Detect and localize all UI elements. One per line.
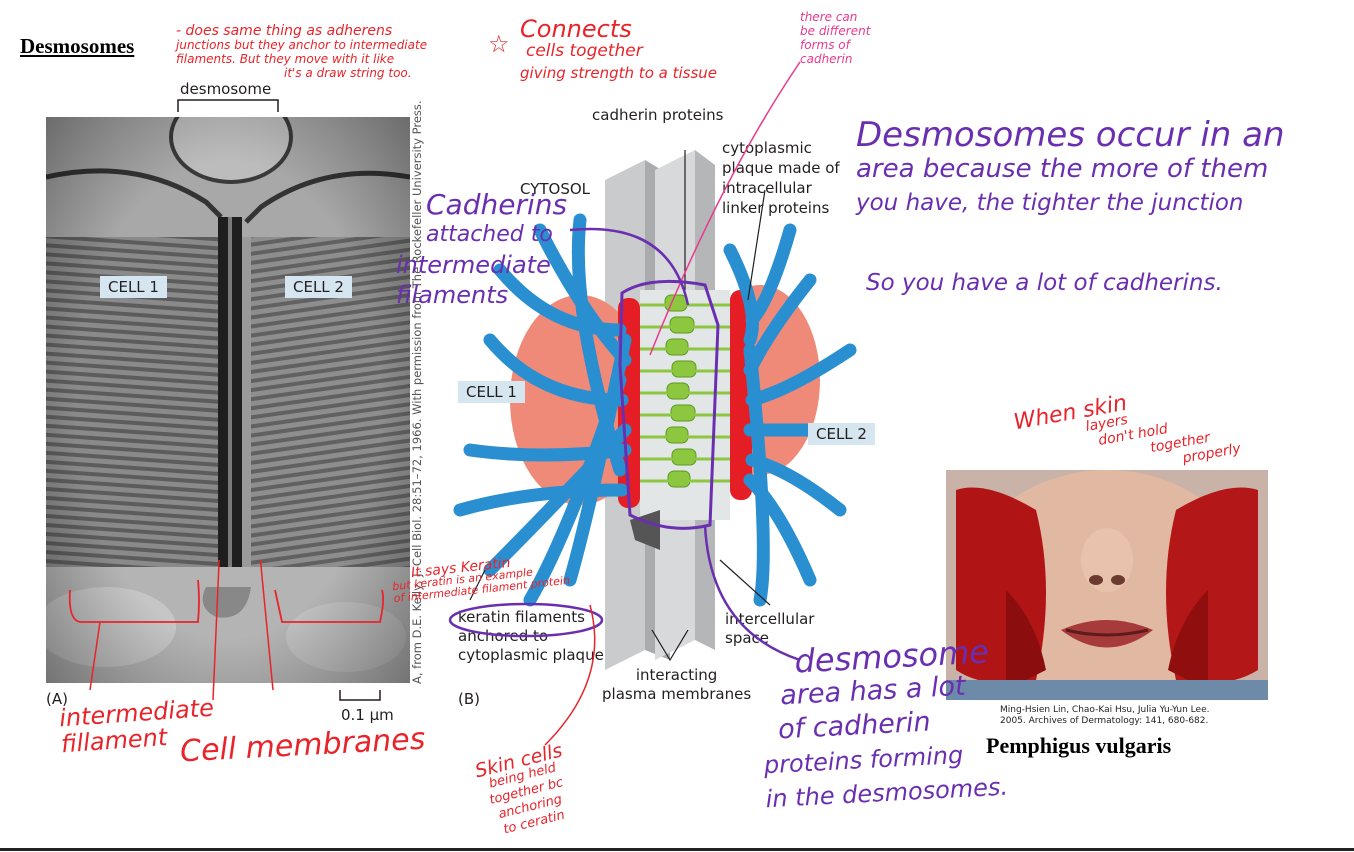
note-desmosomes-occur: Desmosomes occur in an area because the …: [856, 118, 1285, 220]
note-desmosomes-occur-line-2: area because the more of them: [856, 154, 1269, 184]
pemphigus-photo-svg: [946, 470, 1268, 730]
scale-bar: [339, 690, 381, 701]
note-cadherin-forms-line-1: there can: [800, 10, 858, 24]
photo-credit-line-2: 2005. Archives of Dermatology: 141, 680-…: [1000, 716, 1209, 726]
note-cadherins-attached-line-4: filaments: [396, 281, 509, 309]
cadherin-proteins-label: cadherin proteins: [592, 106, 724, 124]
note-skin-cells: Skin cells being held together bc anchor…: [473, 740, 580, 841]
micrograph-cell1-label: CELL 1: [100, 276, 167, 298]
micrograph-svg: [36, 90, 411, 683]
note-connects: Connects cells together giving strength …: [520, 15, 718, 84]
intercellular-line-2: space: [725, 629, 770, 647]
panel-a-label: (A): [46, 690, 68, 708]
plaque-label: cytoplasmic plaque made of intracellular…: [722, 138, 840, 218]
note-adherens: - does same thing as adherens junctions …: [176, 24, 427, 80]
membranes-label: interacting plasma membranes: [602, 666, 751, 704]
pink-pointer-line: [649, 61, 801, 356]
note-cadherins-attached: Cadherins attached to intermediate filam…: [396, 190, 567, 310]
keratin-line-3: cytoplasmic plaque: [458, 646, 604, 664]
micrograph-image: [36, 90, 411, 683]
desmosome-diagram-svg: [453, 150, 867, 670]
purple-circle-annotation: [569, 227, 720, 530]
note-connects-line-2: cells together: [526, 41, 643, 61]
keratin-ellipse-annotation: [448, 602, 604, 638]
desmosome-diagram: [430, 130, 890, 690]
desmosome-bracket: [177, 99, 279, 112]
note-lot-of-cadherins: So you have a lot of cadherins.: [866, 270, 1223, 296]
note-cadherins-attached-line-3: intermediate: [396, 251, 551, 279]
red-bracket-annotations: [68, 560, 385, 701]
plaque-line-2: plaque made of: [722, 159, 840, 177]
photo-caption: Pemphigus vulgaris: [986, 733, 1172, 758]
membranes-line-2: plasma membranes: [602, 685, 752, 703]
note-desmosomes-occur-line-1: Desmosomes occur in an: [856, 115, 1285, 155]
note-cadherin-forms-line-4: cadherin: [800, 52, 853, 66]
intercellular-line-1: intercellular: [725, 610, 815, 628]
note-cadherins-attached-line-1: Cadherins: [426, 188, 568, 221]
photo-credit: Ming-Hsien Lin, Chao-Kai Hsu, Julia Yu-Y…: [1000, 705, 1209, 727]
panel-b-label: (B): [458, 690, 480, 708]
note-adherens-line-1: - does same thing as adherens: [176, 23, 393, 39]
note-cadherin-forms: there can be different forms of cadherin: [800, 10, 870, 66]
bottom-divider: [0, 848, 1354, 851]
note-cadherin-forms-line-3: forms of: [800, 38, 850, 52]
note-desmosomes-occur-line-3: you have, the tighter the junction: [856, 190, 1244, 216]
cytosol-label: CYTOSOL: [520, 180, 591, 198]
purple-area-pointer: [703, 524, 801, 662]
note-cell-membranes: Cell membranes: [179, 721, 427, 770]
diagram-cell2-label: CELL 2: [808, 423, 875, 445]
note-connects-line-3: giving strength to a tissue: [520, 64, 718, 82]
membranes-line-1: interacting: [635, 666, 718, 684]
red-skin-pointer: [544, 604, 596, 746]
keratin-line-1: keratin filaments: [458, 608, 585, 626]
diagram-cell1-label: CELL 1: [458, 381, 525, 403]
star-icon: ☆: [488, 30, 510, 58]
photo-credit-line-1: Ming-Hsien Lin, Chao-Kai Hsu, Julia Yu-Y…: [1000, 705, 1210, 715]
note-cadherin-forms-line-2: be different: [800, 24, 871, 38]
scale-label: 0.1 µm: [341, 706, 394, 724]
micrograph-cell2-label: CELL 2: [285, 276, 352, 298]
note-adherens-line-4: it's a draw string too.: [284, 66, 412, 80]
page-title: Desmosomes: [20, 34, 135, 58]
note-desmosome-area: desmosome area has a lot of cadherin pro…: [758, 632, 1009, 816]
plaque-line-4: linker proteins: [722, 199, 830, 217]
note-cadherins-attached-line-2: attached to: [426, 222, 553, 247]
pemphigus-photo: [946, 470, 1268, 730]
note-adherens-line-3: filaments. But they move with it like: [176, 52, 395, 66]
intercellular-label: intercellular space: [725, 610, 814, 648]
desmosome-label: desmosome: [180, 80, 272, 98]
plaque-line-3: intracellular: [722, 179, 812, 197]
note-connects-line-1: Connects: [520, 15, 632, 43]
note-adherens-line-2: junctions but they anchor to intermediat…: [176, 38, 428, 52]
